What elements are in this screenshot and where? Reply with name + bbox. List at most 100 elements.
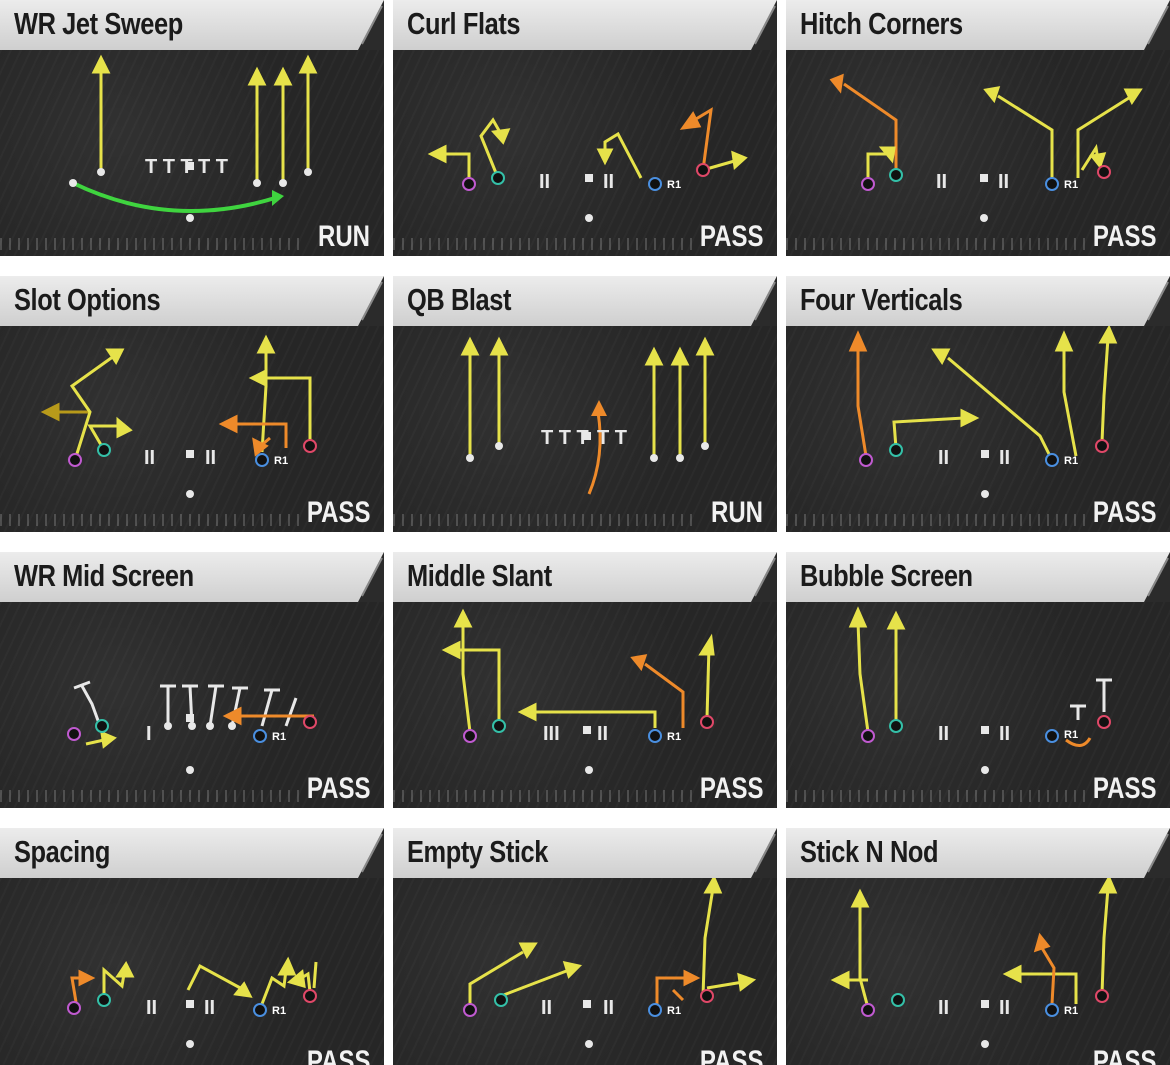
play-diagram: T T T T T <box>460 336 715 495</box>
yard-line-ticks <box>786 790 1086 802</box>
title-bar: Empty Stick <box>393 828 777 878</box>
play-card-wr-mid-screen[interactable]: I R1 WR Mid Screen PASS <box>0 552 384 808</box>
r1-label: R1 <box>667 1005 681 1017</box>
r1-label: R1 <box>274 455 288 467</box>
yard-line-ticks <box>393 514 693 526</box>
r1-label: R1 <box>272 731 286 743</box>
play-type-label: PASS <box>1092 772 1156 805</box>
yard-line-ticks <box>786 514 1086 526</box>
play-type-label: PASS <box>306 496 370 529</box>
play-diagram: II II R1 <box>848 326 1118 498</box>
title-bar: Slot Options <box>0 276 384 326</box>
play-name: QB Blast <box>407 282 512 317</box>
title-bar: Four Verticals <box>786 276 1170 326</box>
corner-fold-icon <box>358 276 384 326</box>
svg-text:II: II <box>999 447 1010 469</box>
field-background <box>0 326 384 532</box>
corner-fold-icon <box>1144 0 1170 50</box>
svg-text:II: II <box>597 723 608 745</box>
field-background <box>786 602 1170 808</box>
title-bar: Curl Flats <box>393 0 777 50</box>
corner-fold-icon <box>358 0 384 50</box>
r1-label: R1 <box>667 731 681 743</box>
play-type-label: RUN <box>711 496 763 529</box>
corner-fold-icon <box>751 0 777 50</box>
play-card-slot-options[interactable]: II II R1 Slot Options PASS <box>0 276 384 532</box>
play-name: Middle Slant <box>407 558 552 593</box>
svg-text:III: III <box>543 723 560 745</box>
play-card-empty-stick[interactable]: II II R1 Empty Stick PASS <box>393 828 777 1065</box>
r1-label: R1 <box>272 1005 286 1017</box>
svg-text:II: II <box>205 447 216 469</box>
svg-text:T T: T T <box>597 427 627 449</box>
title-bar: Hitch Corners <box>786 0 1170 50</box>
play-card-curl-flats[interactable]: II II R1 Curl Flats PASS <box>393 0 777 256</box>
yard-line-ticks <box>393 790 693 802</box>
svg-text:I: I <box>146 723 152 745</box>
play-card-wr-jet-sweep[interactable]: T T T T T WR Jet Sweep RUN <box>0 0 384 256</box>
field-background <box>0 878 384 1065</box>
r1-label: R1 <box>1064 729 1078 741</box>
play-card-stick-n-nod[interactable]: II II R1 Stick N Nod PASS <box>786 828 1170 1065</box>
field-background <box>393 602 777 808</box>
yard-line-ticks <box>0 238 300 250</box>
play-card-hitch-corners[interactable]: II II R1 Hitch Corners PASS <box>786 0 1170 256</box>
svg-text:II: II <box>146 997 157 1019</box>
svg-text:II: II <box>204 997 215 1019</box>
corner-fold-icon <box>358 552 384 602</box>
corner-fold-icon <box>1144 828 1170 878</box>
svg-text:T T: T T <box>198 156 228 178</box>
r1-label: R1 <box>1064 455 1078 467</box>
play-card-spacing[interactable]: II II R1 Spacing PASS <box>0 828 384 1065</box>
play-card-qb-blast[interactable]: T T T T T QB Blast RUN <box>393 276 777 532</box>
play-card-four-verticals[interactable]: II II R1 Four Verticals PASS <box>786 276 1170 532</box>
svg-text:II: II <box>603 171 614 193</box>
r1-label: R1 <box>1064 179 1078 191</box>
play-card-middle-slant[interactable]: III II R1 Middle Slant PASS <box>393 552 777 808</box>
corner-fold-icon <box>751 828 777 878</box>
play-name: WR Mid Screen <box>14 558 194 593</box>
field-background <box>0 50 384 256</box>
r1-label: R1 <box>667 179 681 191</box>
r1-label: R1 <box>1064 1005 1078 1017</box>
title-bar: Stick N Nod <box>786 828 1170 878</box>
yard-line-ticks <box>0 514 300 526</box>
svg-text:II: II <box>938 723 949 745</box>
play-type-label: PASS <box>1092 220 1156 253</box>
play-diagram: II II R1 <box>67 956 318 1048</box>
corner-fold-icon <box>1144 276 1170 326</box>
title-bar: Middle Slant <box>393 552 777 602</box>
svg-text:II: II <box>603 997 614 1019</box>
play-name: Slot Options <box>14 282 161 317</box>
play-name: Four Verticals <box>800 282 963 317</box>
title-bar: WR Jet Sweep <box>0 0 384 50</box>
corner-fold-icon <box>751 552 777 602</box>
play-name: Stick N Nod <box>800 834 939 869</box>
yard-line-ticks <box>0 790 300 802</box>
play-name: Curl Flats <box>407 6 521 41</box>
play-diagram: T T T T T <box>69 54 318 222</box>
title-bar: WR Mid Screen <box>0 552 384 602</box>
svg-text:II: II <box>936 171 947 193</box>
play-type-label: PASS <box>699 220 763 253</box>
svg-text:T T T: T T T <box>541 427 589 449</box>
play-type-label: RUN <box>318 220 370 253</box>
svg-text:II: II <box>541 997 552 1019</box>
play-diagram: I R1 <box>67 680 317 774</box>
corner-fold-icon <box>751 276 777 326</box>
play-card-bubble-screen[interactable]: II II R1 Bubble Screen PASS <box>786 552 1170 808</box>
play-diagram: II II R1 <box>829 73 1143 222</box>
field-background <box>393 326 777 532</box>
field-background <box>393 878 777 1065</box>
play-name: Spacing <box>14 834 111 869</box>
title-bar: QB Blast <box>393 276 777 326</box>
field-background <box>786 50 1170 256</box>
play-name: Empty Stick <box>407 834 549 869</box>
svg-text:II: II <box>999 997 1010 1019</box>
svg-text:II: II <box>144 447 155 469</box>
play-diagram: II II R1 <box>848 606 1112 774</box>
svg-text:II: II <box>999 723 1010 745</box>
svg-text:II: II <box>539 171 550 193</box>
corner-fold-icon <box>1144 552 1170 602</box>
